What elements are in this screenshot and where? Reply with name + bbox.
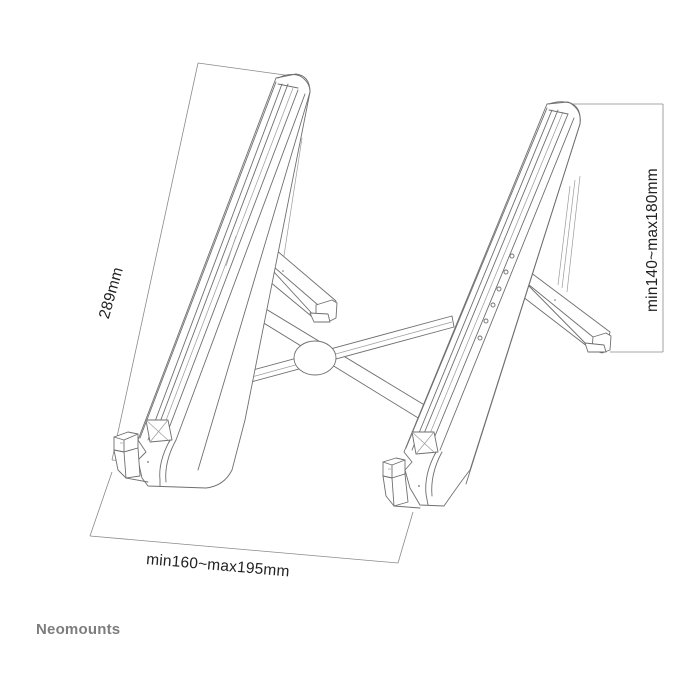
center-hub	[293, 340, 337, 376]
dimension-height-label: min140~max180mm	[644, 168, 661, 312]
adjustment-holes	[477, 253, 515, 341]
dimension-height-lines	[573, 103, 664, 353]
right-main-arm	[382, 101, 581, 509]
right-back-leg	[517, 175, 612, 354]
left-main-arm	[113, 73, 311, 489]
brand-logo-text: Neomounts	[36, 621, 121, 638]
dimension-width-lines	[89, 471, 414, 564]
